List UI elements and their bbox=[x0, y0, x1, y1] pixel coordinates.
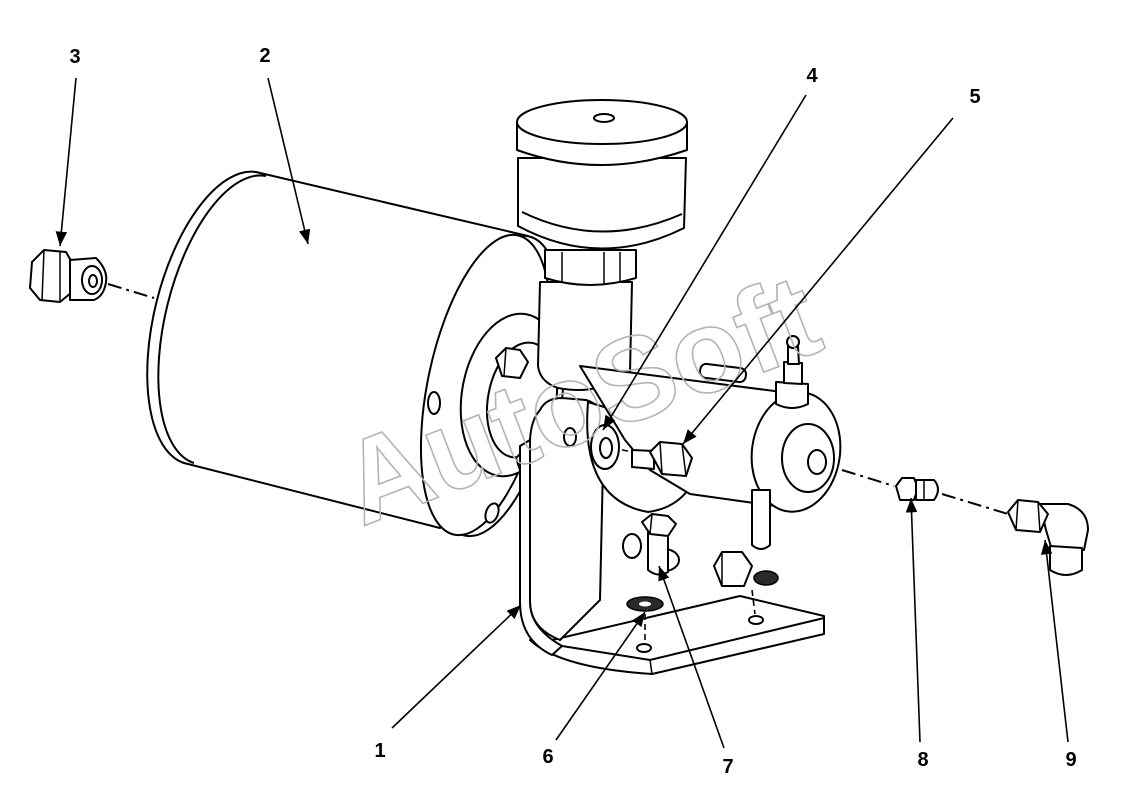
end-nut-facet bbox=[41, 249, 45, 301]
grease-fitting bbox=[775, 335, 809, 409]
grease-fitting-ball bbox=[786, 335, 800, 349]
washer-hole bbox=[599, 437, 613, 459]
bracket-base-edge bbox=[649, 659, 653, 675]
callout-label-9: 9 bbox=[1065, 749, 1076, 771]
side-bolt bbox=[713, 551, 779, 587]
pump-pin bbox=[751, 489, 771, 550]
bolt-facet bbox=[649, 513, 653, 535]
bracket-bolt bbox=[622, 513, 680, 576]
leader-line-1 bbox=[391, 604, 522, 729]
bracket-hole bbox=[563, 427, 577, 447]
fluid-reservoir bbox=[516, 99, 688, 391]
pump-outlet-port bbox=[807, 449, 827, 475]
elbow-outlet bbox=[1049, 545, 1083, 576]
reservoir-cup bbox=[517, 157, 687, 250]
motor-rim-line bbox=[157, 174, 267, 464]
grease-fitting-base bbox=[775, 381, 809, 409]
reservoir-band bbox=[521, 211, 683, 233]
leader-line-6 bbox=[555, 611, 646, 741]
pump-top-slot bbox=[699, 362, 747, 384]
fitting-adapter bbox=[895, 477, 939, 501]
elbow-body bbox=[1039, 503, 1089, 551]
callout-label-8: 8 bbox=[917, 749, 928, 771]
leader-line-9 bbox=[1040, 539, 1069, 743]
end-nut-hole bbox=[88, 274, 98, 288]
nut-facet bbox=[1015, 499, 1019, 531]
bolt-facet bbox=[503, 347, 507, 377]
bolt-shank bbox=[647, 531, 669, 576]
leader-line-7 bbox=[658, 565, 725, 749]
leader-line-5 bbox=[682, 117, 954, 445]
centerline-elbow bbox=[941, 493, 1009, 515]
centerline-end-nut bbox=[107, 283, 155, 299]
callout-label-2: 2 bbox=[259, 45, 270, 67]
flange-hole bbox=[484, 502, 500, 524]
leader-line-8 bbox=[905, 497, 921, 743]
leader-line-4 bbox=[602, 94, 807, 431]
reservoir-nut bbox=[544, 249, 637, 286]
bolt-facet bbox=[659, 441, 663, 475]
lock-washer bbox=[622, 533, 642, 559]
bracket-vertical-plate bbox=[529, 397, 605, 641]
fitting-hex bbox=[895, 477, 919, 501]
callout-label-7: 7 bbox=[722, 756, 733, 778]
bolt-hex-head bbox=[713, 551, 753, 587]
fitting-barrel bbox=[915, 479, 939, 501]
callout-label-4: 4 bbox=[806, 65, 818, 87]
base-washer bbox=[626, 596, 664, 612]
bolt-shank bbox=[631, 449, 655, 470]
elbow-fitting bbox=[1007, 499, 1089, 576]
callout-label-6: 6 bbox=[542, 746, 553, 768]
end-nut bbox=[29, 249, 108, 303]
callout-labels: 1 2 3 4 5 6 7 8 9 bbox=[69, 45, 1076, 778]
bracket-base-hole bbox=[748, 615, 764, 625]
bolt-facet bbox=[681, 443, 687, 477]
flange-hole bbox=[427, 391, 441, 415]
lock-washer bbox=[753, 570, 779, 586]
assembly-axis bbox=[751, 589, 756, 615]
washer-hole bbox=[639, 601, 651, 607]
leader-line-2 bbox=[267, 77, 311, 245]
mounting-bracket bbox=[519, 397, 825, 675]
washer bbox=[590, 424, 620, 470]
nut-facet bbox=[1037, 501, 1041, 533]
cap-vent-hole bbox=[593, 113, 615, 123]
callout-label-3: 3 bbox=[69, 46, 80, 68]
bolt bbox=[631, 441, 693, 477]
end-nut-hex bbox=[29, 249, 75, 303]
leader-line-3 bbox=[55, 77, 77, 247]
callout-label-1: 1 bbox=[374, 740, 385, 762]
callout-label-5: 5 bbox=[969, 86, 980, 108]
bracket-base-hole bbox=[636, 643, 652, 653]
leader-lines bbox=[55, 77, 1069, 749]
centerline-outlet bbox=[841, 469, 895, 487]
